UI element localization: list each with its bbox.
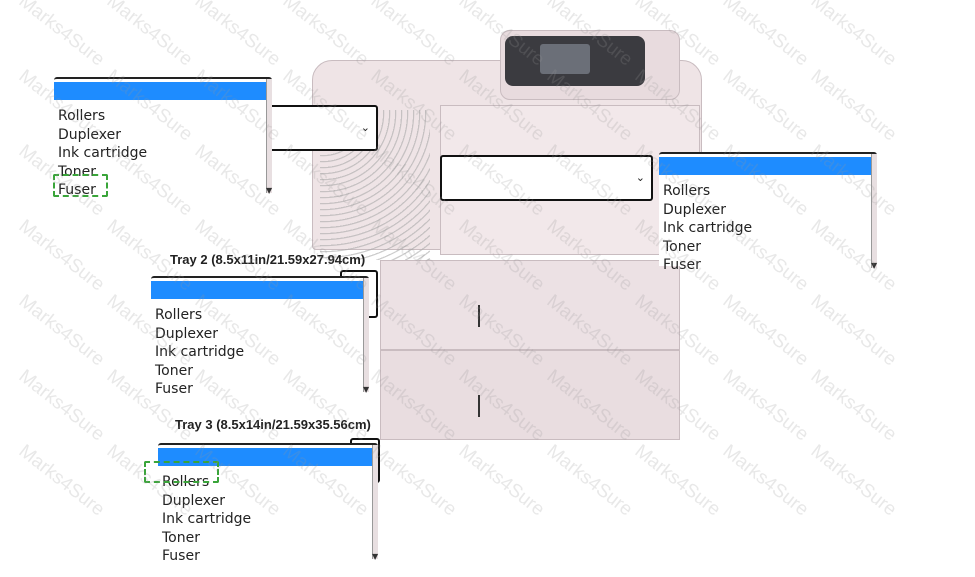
option-ink-cartridge[interactable]: Ink cartridge	[58, 145, 148, 162]
dropdown-center[interactable]: ⌄	[440, 155, 653, 201]
chevron-down-icon: ⌄	[360, 120, 370, 134]
option-toner[interactable]: Toner	[663, 238, 701, 255]
option-rollers[interactable]: Rollers	[58, 108, 106, 124]
scrollbar[interactable]: ▼	[266, 79, 272, 195]
watermark-text: Marks4Sure	[718, 0, 813, 71]
watermark-text: Marks4Sure	[806, 365, 901, 446]
chevron-down-icon: ⌄	[635, 170, 645, 184]
option-duplexer[interactable]: Duplexer	[162, 492, 226, 509]
watermark-text: Marks4Sure	[806, 440, 901, 521]
watermark-text: Marks4Sure	[14, 440, 109, 521]
option-fuser[interactable]: Fuser	[58, 182, 96, 199]
watermark-text: Marks4Sure	[14, 365, 109, 446]
option-duplexer[interactable]: Duplexer	[155, 325, 219, 342]
option-list-center[interactable]: Rollers Duplexer Ink cartridge Toner Fus…	[659, 152, 877, 273]
option-toner[interactable]: Toner	[155, 362, 193, 379]
watermark-text: Marks4Sure	[14, 290, 109, 371]
option-ink-cartridge[interactable]: Ink cartridge	[162, 511, 252, 528]
watermark-text: Marks4Sure	[102, 0, 197, 71]
option-fuser[interactable]: Fuser	[663, 257, 701, 274]
scrollbar[interactable]: ▼	[363, 278, 369, 394]
option-ink-cartridge[interactable]: Ink cartridge	[155, 344, 245, 361]
highlighted-option[interactable]	[151, 281, 363, 299]
watermark-text: Marks4Sure	[806, 0, 901, 71]
option-fuser[interactable]: Fuser	[155, 381, 193, 398]
watermark-text: Marks4Sure	[806, 290, 901, 371]
watermark-text: Marks4Sure	[806, 65, 901, 146]
option-fuser[interactable]: Fuser	[162, 548, 200, 565]
watermark-text: Marks4Sure	[718, 365, 813, 446]
option-ink-cartridge[interactable]: Ink cartridge	[663, 220, 753, 237]
answer-marker-fuser	[53, 174, 108, 197]
tray3-label: Tray 3 (8.5x14in/21.59x35.56cm)	[175, 417, 371, 432]
option-list-tray2[interactable]: Rollers Duplexer Ink cartridge Toner Fus…	[151, 276, 369, 397]
scrollbar[interactable]: ▼	[871, 154, 877, 270]
watermark-text: Marks4Sure	[718, 65, 813, 146]
option-toner[interactable]: Toner	[162, 529, 200, 546]
dropdown-top-left[interactable]: ⌄	[268, 105, 378, 151]
watermark-text: Marks4Sure	[718, 440, 813, 521]
watermark-text: Marks4Sure	[190, 0, 285, 71]
watermark-text: Marks4Sure	[718, 290, 813, 371]
option-duplexer[interactable]: Duplexer	[58, 126, 122, 143]
option-list-top-left[interactable]: Rollers Duplexer Ink cartridge Toner Fus…	[54, 77, 272, 198]
tray2-label: Tray 2 (8.5x11in/21.59x27.94cm)	[170, 252, 366, 267]
highlighted-option[interactable]	[54, 82, 266, 100]
watermark-text: Marks4Sure	[366, 440, 461, 521]
scrollbar[interactable]: ▼	[372, 445, 378, 561]
watermark-text: Marks4Sure	[454, 440, 549, 521]
highlighted-option[interactable]	[659, 157, 871, 175]
answer-marker-rollers	[144, 461, 219, 483]
watermark-text: Marks4Sure	[630, 440, 725, 521]
watermark-text: Marks4Sure	[14, 215, 109, 296]
watermark-text: Marks4Sure	[14, 0, 109, 71]
option-duplexer[interactable]: Duplexer	[663, 201, 727, 218]
option-rollers[interactable]: Rollers	[155, 307, 203, 323]
option-rollers[interactable]: Rollers	[663, 183, 711, 199]
watermark-text: Marks4Sure	[542, 440, 637, 521]
